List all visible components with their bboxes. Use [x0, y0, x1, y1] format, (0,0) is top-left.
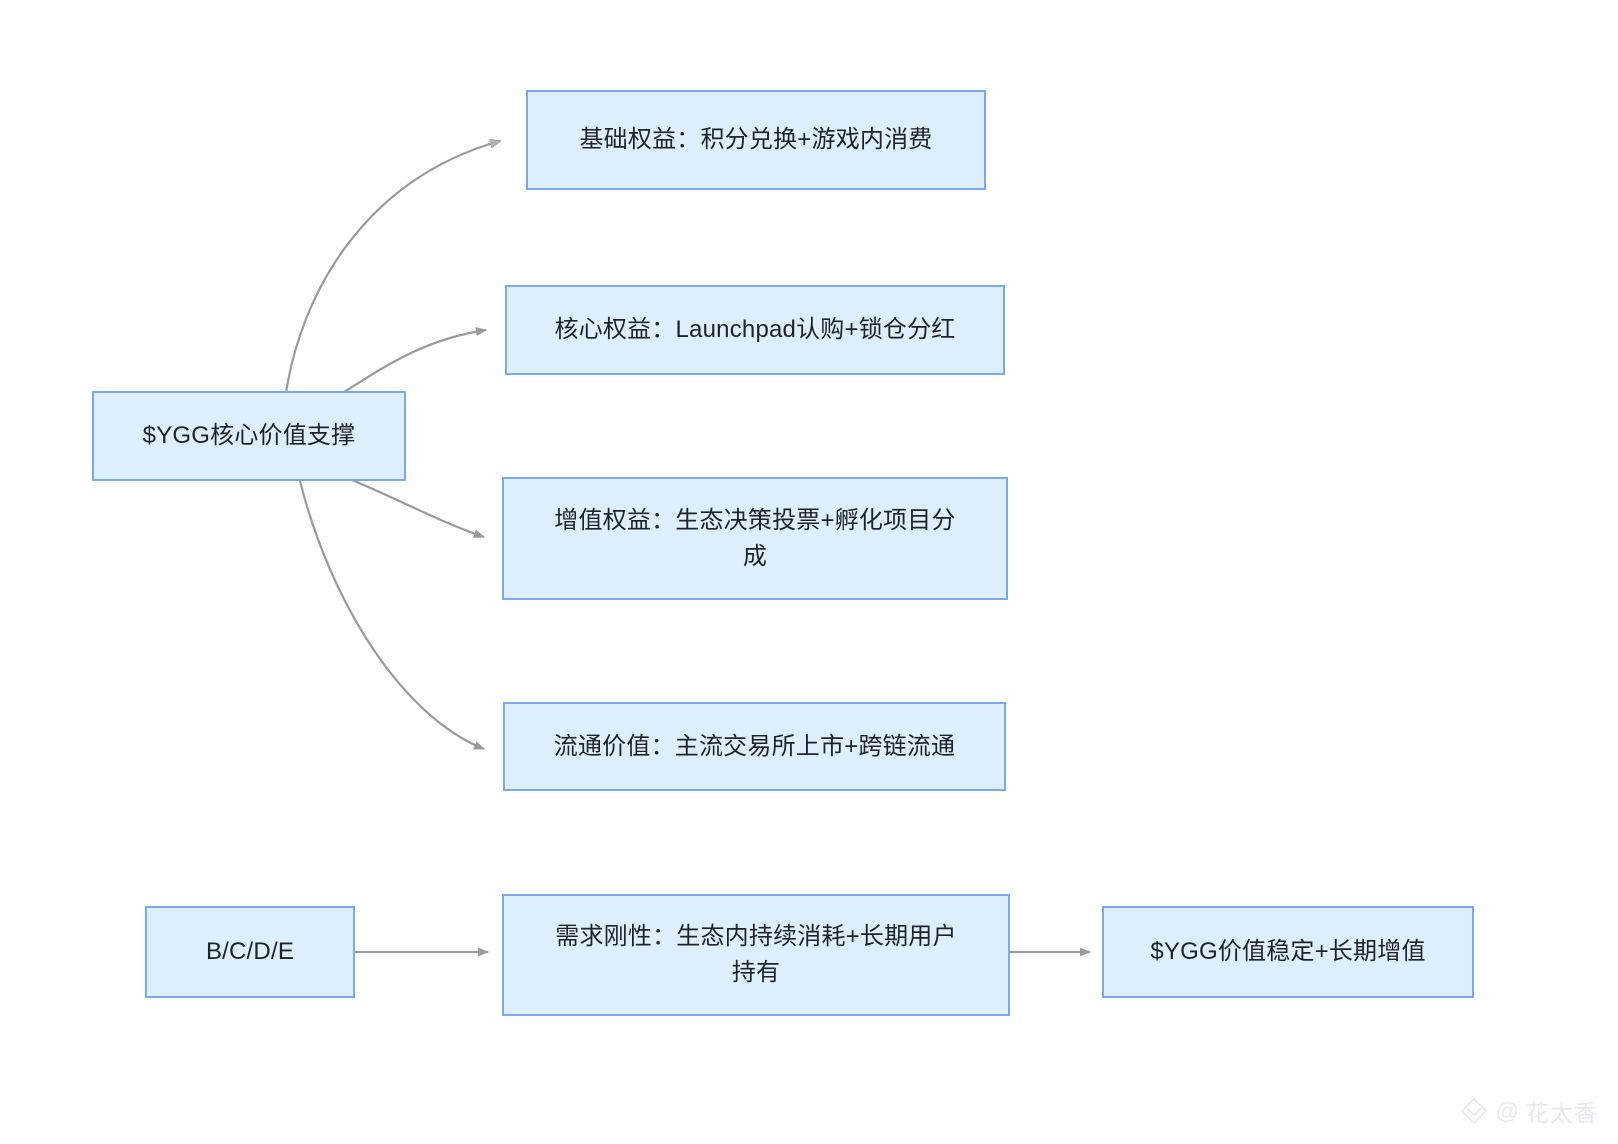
- node-source-label: $YGG核心价值支撑: [142, 422, 356, 449]
- node-bcde-label: B/C/D/E: [205, 938, 295, 965]
- node-outcome[interactable]: $YGG价值稳定+长期增值: [1102, 906, 1474, 998]
- node-bcde[interactable]: B/C/D/E: [145, 906, 355, 998]
- edge-source-to-basic: [284, 141, 500, 394]
- node-outcome-label: $YGG价值稳定+长期增值: [1150, 938, 1426, 965]
- node-source[interactable]: $YGG核心价值支撑: [92, 391, 406, 481]
- watermark-name: 花太香: [1526, 1100, 1598, 1126]
- watermark-at-symbol: @: [1495, 1097, 1519, 1124]
- node-liquidity-value-label: 流通价值：主流交易所上市+跨链流通: [553, 732, 956, 760]
- node-demand-rigidity[interactable]: 需求刚性：生态内持续消耗+长期用户 持有: [502, 894, 1010, 1016]
- node-added-value-rights[interactable]: 增值权益：生态决策投票+孵化项目分 成: [502, 477, 1008, 600]
- edge-source-to-liquidity: [298, 480, 485, 751]
- diamond-logo-icon: [1460, 1097, 1487, 1125]
- edge-source-to-core: [343, 327, 487, 393]
- edge-source-to-added: [351, 478, 485, 539]
- node-core-rights[interactable]: 核心权益：Launchpad认购+锁仓分红: [505, 285, 1005, 375]
- node-liquidity-value[interactable]: 流通价值：主流交易所上市+跨链流通: [503, 702, 1006, 791]
- node-basic-rights-label: 基础权益：积分兑换+游戏内消费: [579, 126, 933, 153]
- node-demand-rigidity-label: 需求刚性：生态内持续消耗+长期用户 持有: [555, 923, 957, 986]
- node-core-rights-label: 核心权益：Launchpad认购+锁仓分红: [554, 316, 956, 343]
- watermark: @ 花太香: [1459, 1094, 1598, 1128]
- node-added-value-rights-label: 增值权益：生态决策投票+孵化项目分 成: [554, 506, 956, 570]
- node-basic-rights[interactable]: 基础权益：积分兑换+游戏内消费: [526, 90, 986, 190]
